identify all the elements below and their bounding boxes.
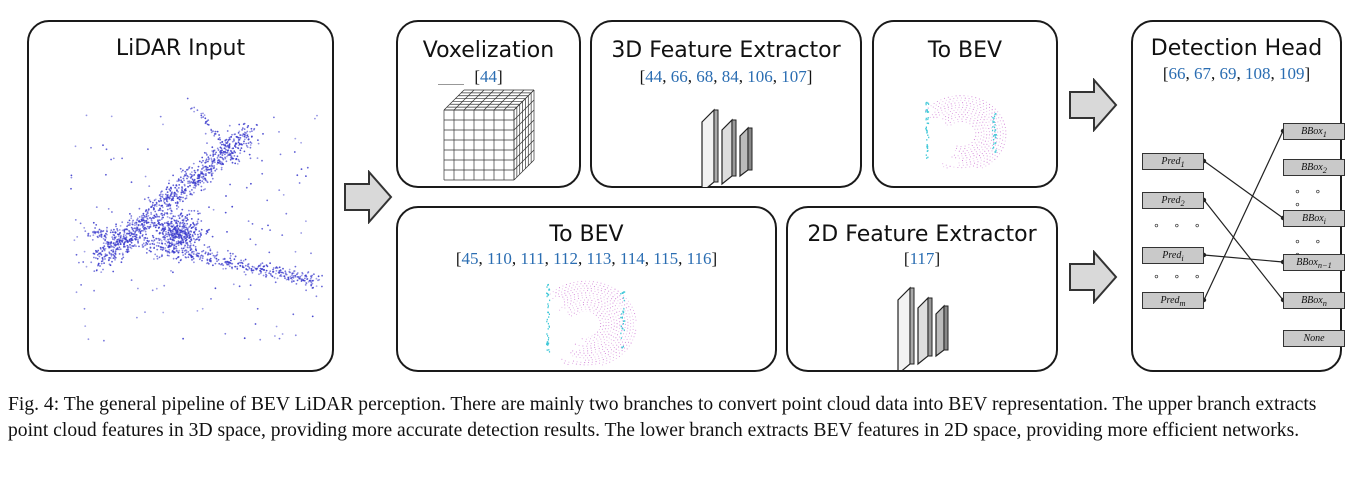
- to-bev-bottom-panel: To BEV [45, 110, 111, 112, 113, 114, 115…: [396, 206, 777, 372]
- detection-head-refs: [66, 67, 69, 108, 109]: [1162, 64, 1311, 83]
- feature-extractor-2d-refs: [117]: [903, 249, 941, 268]
- voxelization-panel: Voxelization [44]: [396, 20, 581, 188]
- reference-link[interactable]: 108: [1245, 64, 1271, 83]
- reference-link[interactable]: 69: [1219, 64, 1237, 83]
- reference-link[interactable]: 110: [487, 249, 512, 268]
- pred-box-m: Predm: [1142, 292, 1204, 309]
- reference-link[interactable]: 68: [696, 67, 714, 86]
- feature-extractor-2d-panel: 2D Feature Extractor [117]: [786, 206, 1058, 372]
- voxelization-title: Voxelization: [422, 38, 555, 63]
- pred-box-i: Predi: [1142, 247, 1204, 264]
- bbox-2: BBox2: [1283, 159, 1345, 176]
- cnn-layers-icon-2d: [897, 286, 949, 370]
- to-bev-bottom-title: To BEV: [549, 222, 624, 247]
- feature-extractor-2d-title: 2D Feature Extractor: [807, 222, 1037, 247]
- cnn-layers-icon: [701, 108, 753, 187]
- feature-extractor-3d-title: 3D Feature Extractor: [611, 38, 841, 63]
- reference-link[interactable]: 45: [461, 249, 479, 268]
- pred-box-1: Pred1: [1142, 153, 1204, 170]
- to-bev-top-title: To BEV: [927, 38, 1003, 63]
- pred-box-2: Pred2: [1142, 192, 1204, 209]
- bbox-ellipsis: ∘ ∘ ∘: [1294, 185, 1327, 211]
- reference-link[interactable]: 116: [686, 249, 712, 268]
- arrow-bottom-to-head: [1069, 250, 1118, 304]
- reference-link[interactable]: 107: [781, 67, 807, 86]
- figure-caption: Fig. 4: The general pipeline of BEV LiDA…: [8, 394, 1317, 441]
- to-bev-bottom-refs: [45, 110, 111, 112, 113, 114, 115, 116]: [455, 249, 718, 268]
- reference-link[interactable]: 106: [747, 67, 773, 86]
- feature-extractor-3d-refs: [44, 66, 68, 84, 106, 107]: [639, 67, 813, 86]
- bbox-n: BBoxn: [1283, 292, 1345, 309]
- arrow-top-to-head: [1069, 78, 1118, 132]
- reference-link[interactable]: 67: [1194, 64, 1211, 83]
- lidar-input-title: LiDAR Input: [115, 36, 246, 61]
- bbox-n-minus-1: BBoxn−1: [1283, 254, 1345, 271]
- reference-link[interactable]: 114: [619, 249, 645, 268]
- pred-ellipsis: ∘ ∘ ∘: [1153, 219, 1206, 232]
- reference-link[interactable]: 84: [721, 67, 739, 86]
- detection-head-title: Detection Head: [1150, 36, 1323, 61]
- pred-ellipsis-2: ∘ ∘ ∘: [1153, 270, 1206, 283]
- detection-head-panel: Detection Head [66, 67, 69, 108, 109] Pr…: [1131, 20, 1345, 372]
- reference-link[interactable]: 113: [586, 249, 612, 268]
- reference-link[interactable]: 109: [1279, 64, 1305, 83]
- lidar-input-panel: LiDAR Input: [27, 20, 334, 372]
- reference-link[interactable]: 66: [1168, 64, 1186, 83]
- reference-link[interactable]: 112: [553, 249, 578, 268]
- reference-link[interactable]: 66: [670, 67, 688, 86]
- point-cloud-image: [70, 97, 323, 342]
- arrow-to-branches: [344, 170, 393, 224]
- reference-link[interactable]: 115: [653, 249, 679, 268]
- bbox-i: BBoxi: [1283, 210, 1345, 227]
- feature-extractor-3d-panel: 3D Feature Extractor [44, 66, 68, 84, 10…: [590, 20, 862, 188]
- bbox-1: BBox1: [1283, 123, 1345, 140]
- bev-map-image-bottom: [546, 280, 637, 366]
- reference-link[interactable]: 44: [645, 67, 663, 86]
- bev-map-image-top: [925, 95, 1007, 169]
- voxelization-refs: [44]: [474, 67, 503, 86]
- reference-link[interactable]: 111: [520, 249, 545, 268]
- bbox-none: None: [1283, 330, 1345, 347]
- matching-lines: [1201, 128, 1286, 303]
- to-bev-top-panel: To BEV: [872, 20, 1058, 188]
- voxel-cube-image: [438, 84, 535, 181]
